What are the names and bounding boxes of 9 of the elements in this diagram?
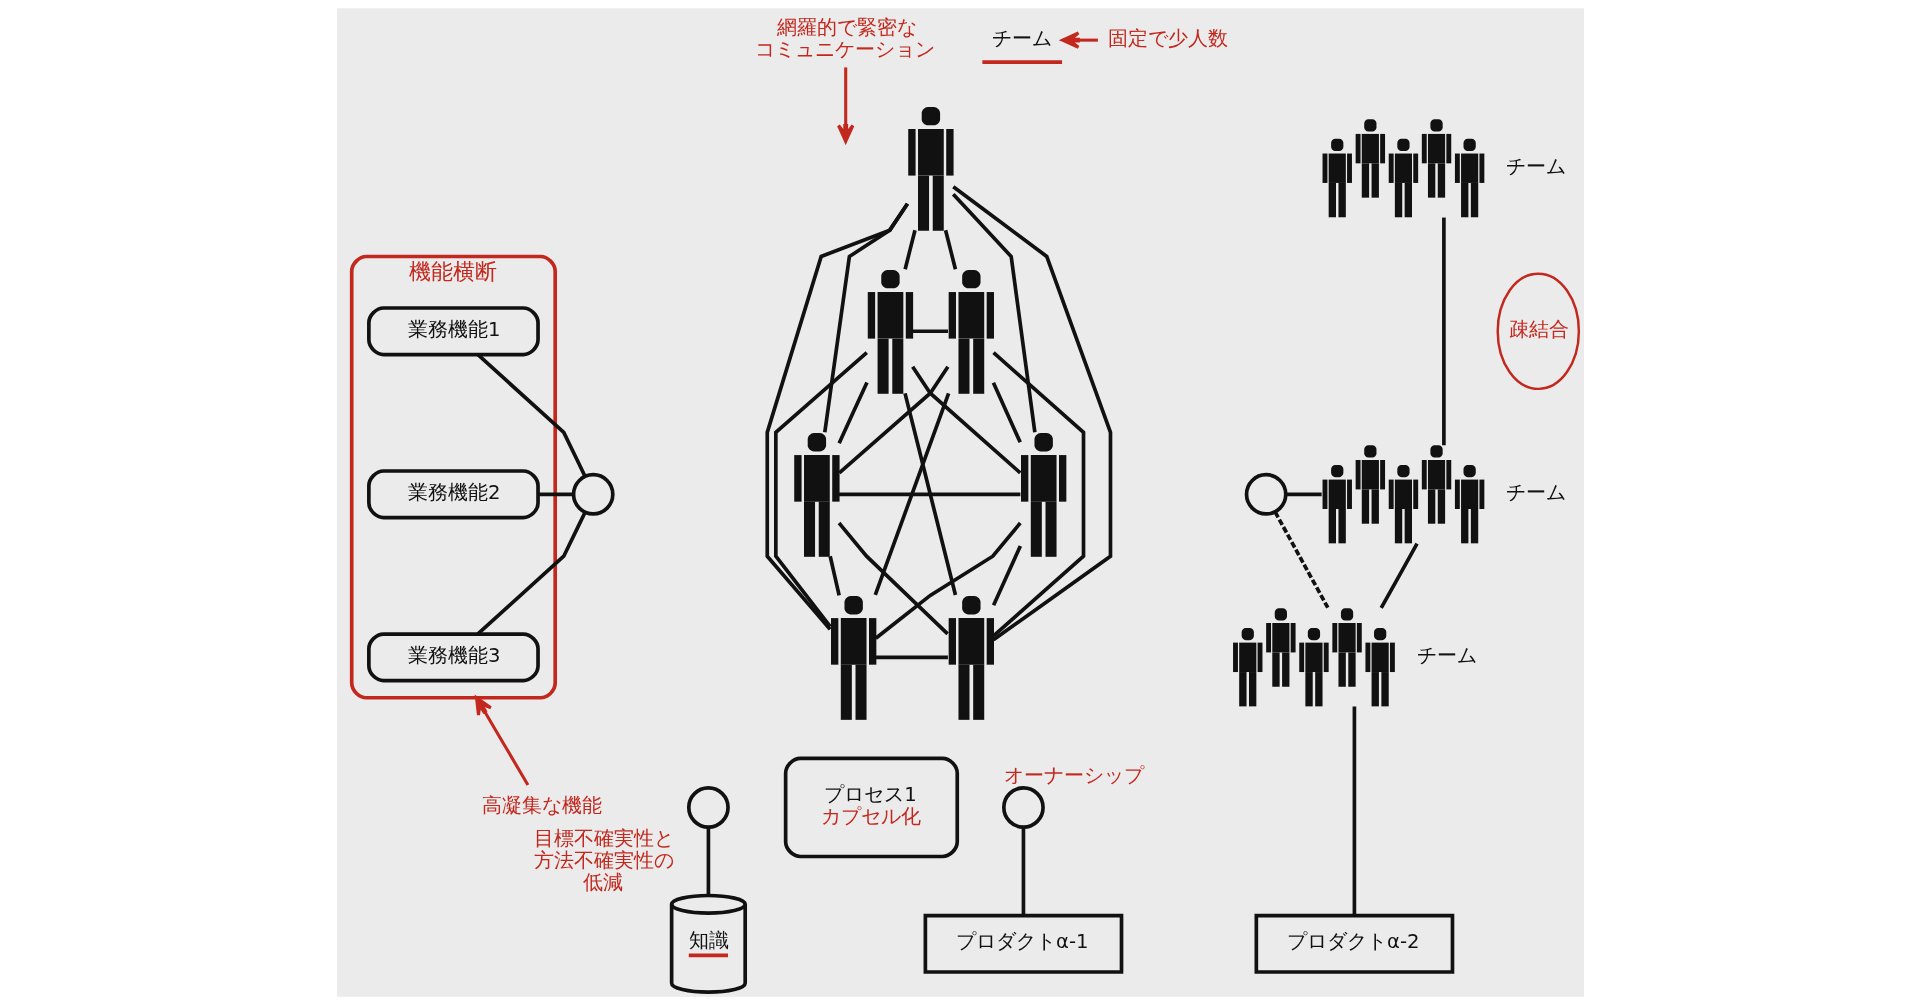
node-label: チーム [1416,644,1477,667]
node-label: チーム [1505,480,1566,504]
node-text: 固定で少人数 [1107,26,1228,50]
node-label: チーム [1505,154,1566,178]
node-label: 目標不確実性と方法不確実性の低減 [533,827,674,895]
node-text: 網羅的で緊密なコミュニケーション [754,15,935,61]
node-label: オーナーシップ [1003,763,1144,787]
node-text: チーム [991,26,1052,50]
node-text: 高凝集な機能 [481,794,602,818]
